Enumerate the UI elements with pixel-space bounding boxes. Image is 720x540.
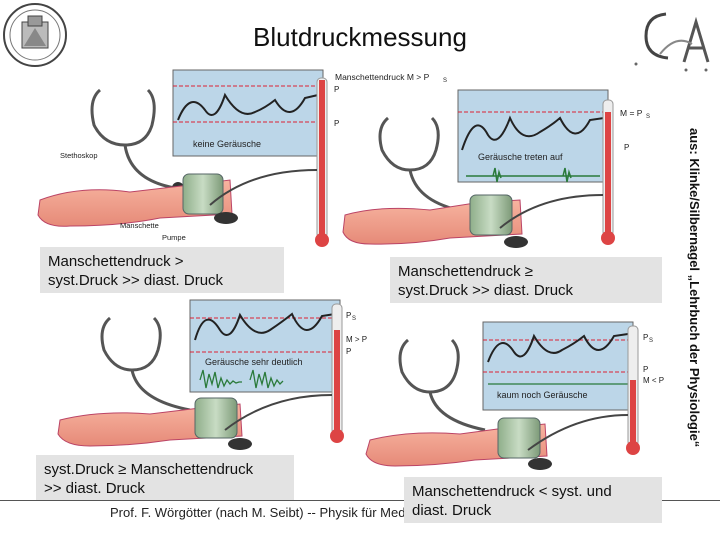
svg-text:Stethoskop: Stethoskop xyxy=(60,151,98,160)
svg-text:M > P: M > P xyxy=(346,335,367,344)
caption-panel-3: syst.Druck ≥ Manschettendruck >> diast. … xyxy=(36,455,294,501)
caption-panel-4: Manschettendruck < syst. und diast. Druc… xyxy=(404,477,662,523)
svg-text:Pumpe: Pumpe xyxy=(162,233,186,242)
svg-text:P: P xyxy=(334,85,339,94)
svg-text:S: S xyxy=(352,316,356,322)
svg-text:kaum noch Geräusche: kaum noch Geräusche xyxy=(497,390,588,400)
svg-text:P: P xyxy=(346,311,351,320)
svg-text:P: P xyxy=(334,119,339,128)
institute-logo xyxy=(634,12,710,72)
caption-panel-2: Manschettendruck ≥ syst.Druck >> diast. … xyxy=(390,257,662,303)
gauge-top-1: Manschettendruck M > P xyxy=(335,72,430,82)
monitor-4 xyxy=(482,321,634,411)
source-credit: aus: Klinke/Silbernagel „Lehrbuch der Ph… xyxy=(687,128,702,448)
svg-text:P: P xyxy=(643,365,648,374)
svg-text:M = P: M = P xyxy=(620,108,643,118)
svg-text:Geräusche treten auf: Geräusche treten auf xyxy=(478,152,563,162)
page-title: Blutdruckmessung xyxy=(253,22,467,52)
cuff-1 xyxy=(182,173,224,215)
footer-divider xyxy=(0,500,720,501)
svg-text:Geräusche sehr deutlich: Geräusche sehr deutlich xyxy=(205,357,303,367)
svg-text:P: P xyxy=(624,143,629,152)
panel-3: Geräusche sehr deutlich P S M > P P xyxy=(57,299,367,450)
monitor-label-1: keine Geräusche xyxy=(193,139,261,149)
panel-2: Geräusche treten auf M = P S P xyxy=(342,89,650,248)
panel-4: kaum noch Geräusche P S P M < P xyxy=(365,321,664,470)
pump-bulb-1 xyxy=(214,212,238,224)
svg-text:M < P: M < P xyxy=(643,376,664,385)
svg-text:Manschette: Manschette xyxy=(120,221,159,230)
university-seal-logo xyxy=(3,3,67,67)
caption-panel-1: Manschettendruck > syst.Druck >> diast. … xyxy=(40,247,284,293)
monitor-3 xyxy=(189,299,341,393)
svg-text:S: S xyxy=(649,338,653,344)
panel-1: keine Geräusche Manschettendruck M > P S… xyxy=(37,69,447,247)
svg-text:S: S xyxy=(443,78,447,84)
svg-text:P: P xyxy=(346,347,351,356)
svg-text:P: P xyxy=(643,333,648,342)
svg-text:S: S xyxy=(646,114,650,120)
